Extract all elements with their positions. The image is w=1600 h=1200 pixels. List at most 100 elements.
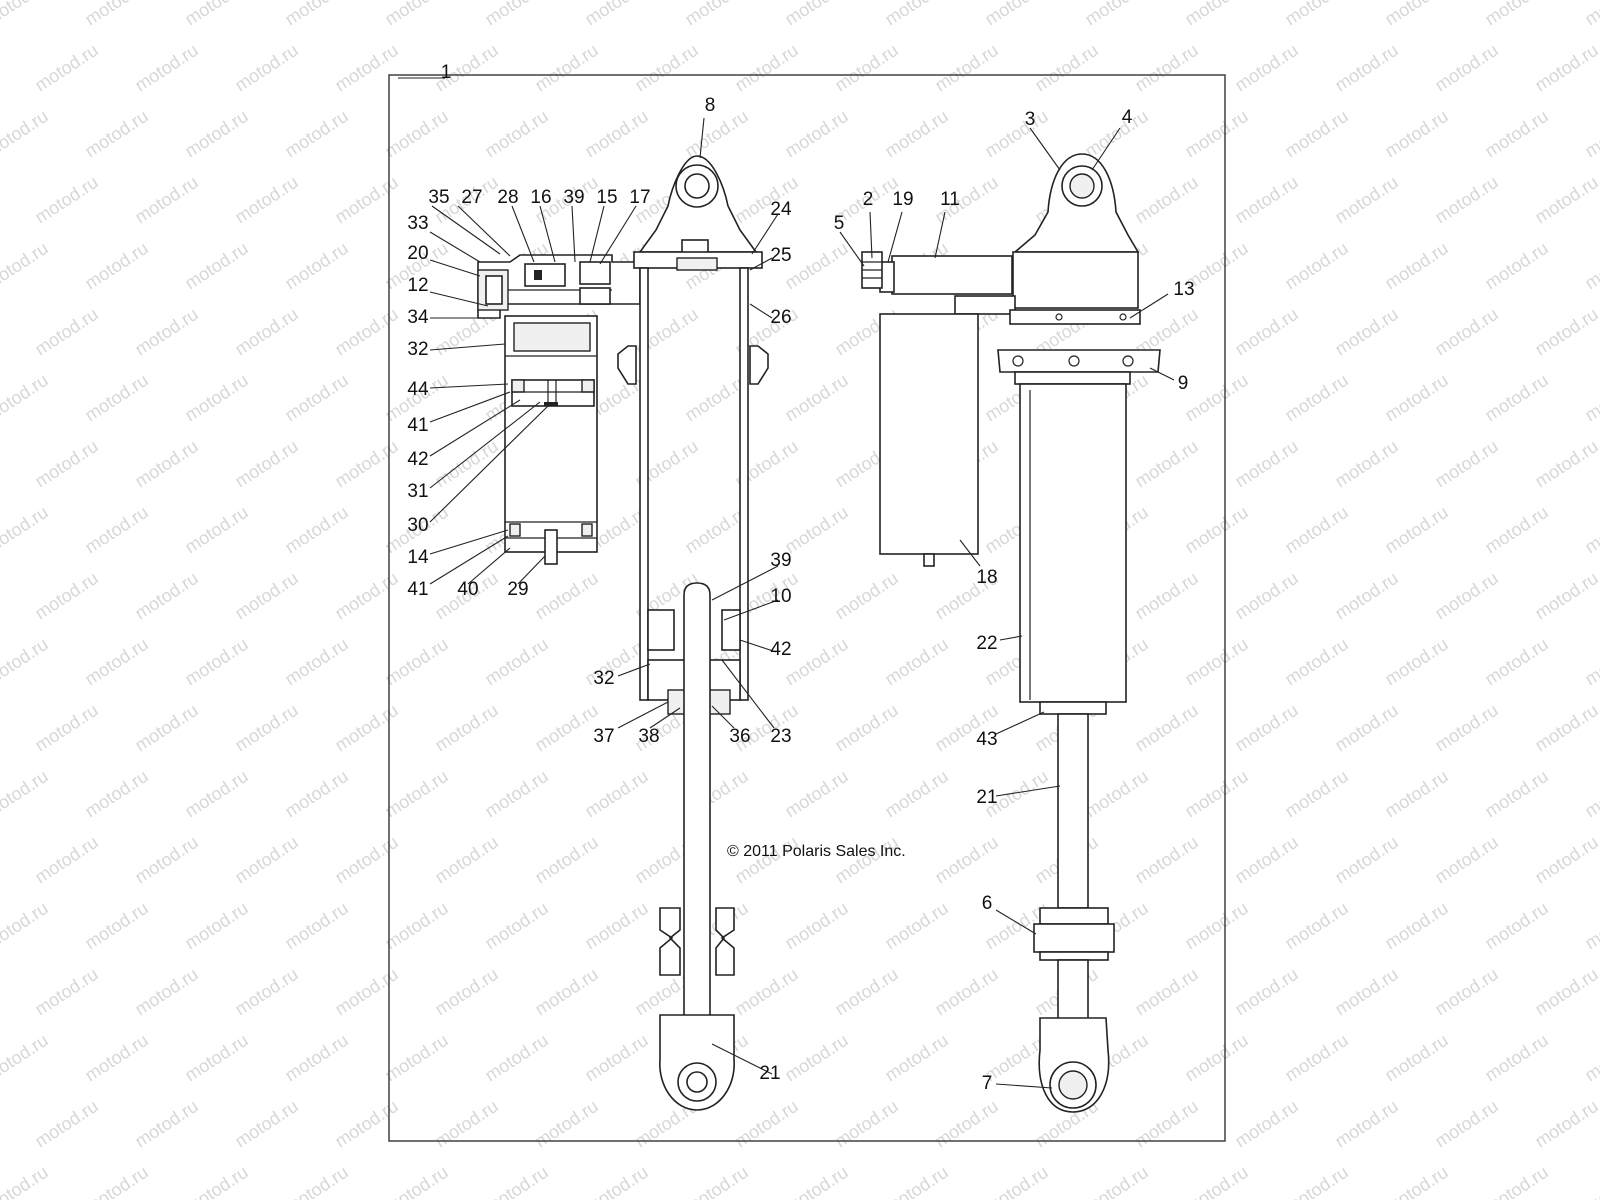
callout-36: 36	[729, 726, 750, 747]
watermark-text: motod.ru	[581, 766, 651, 821]
watermark-text: motod.ru	[1181, 1030, 1251, 1085]
watermark-text: motod.ru	[0, 766, 52, 821]
callout-28: 28	[497, 187, 518, 208]
watermark-text: motod.ru	[1231, 964, 1301, 1019]
watermark-text: motod.ru	[281, 898, 351, 953]
watermark-text: motod.ru	[1531, 964, 1600, 1019]
watermark-text: motod.ru	[381, 898, 451, 953]
watermark-text: motod.ru	[1531, 832, 1600, 887]
watermark-text: motod.ru	[1231, 40, 1301, 95]
watermark-text: motod.ru	[1281, 502, 1351, 557]
watermark-text: motod.ru	[1181, 370, 1251, 425]
watermark-text: motod.ru	[1381, 238, 1451, 293]
watermark-text: motod.ru	[881, 1030, 951, 1085]
watermark-text: motod.ru	[431, 964, 501, 1019]
watermark-text: motod.ru	[31, 172, 101, 227]
callout-29: 29	[507, 579, 528, 600]
watermark-text: motod.ru	[1331, 304, 1401, 359]
watermark-text: motod.ru	[331, 436, 401, 491]
callout-30: 30	[407, 515, 428, 536]
watermark-text: motod.ru	[31, 964, 101, 1019]
callout-9: 9	[1178, 373, 1189, 394]
watermark-text: motod.ru	[1231, 1096, 1301, 1151]
watermark-text: motod.ru	[431, 436, 501, 491]
watermark-text: motod.ru	[1431, 568, 1501, 623]
callout-32: 32	[407, 339, 428, 360]
watermark-text: motod.ru	[1181, 502, 1251, 557]
callout-5: 5	[834, 213, 845, 234]
watermark-text: motod.ru	[1281, 1162, 1351, 1200]
watermark-text: motod.ru	[1581, 106, 1600, 161]
watermark-text: motod.ru	[1131, 1096, 1201, 1151]
watermark-text: motod.ru	[1331, 964, 1401, 1019]
watermark-text: motod.ru	[231, 700, 301, 755]
watermark-text: motod.ru	[0, 0, 52, 29]
watermark-text: motod.ru	[1281, 1030, 1351, 1085]
callout-6: 6	[982, 893, 993, 914]
watermark-text: motod.ru	[1531, 304, 1600, 359]
watermark-text: motod.ru	[0, 832, 2, 887]
watermark-text: motod.ru	[381, 766, 451, 821]
watermark-text: motod.ru	[1581, 1162, 1600, 1200]
watermark-text: motod.ru	[1381, 106, 1451, 161]
shock-body-cross-section	[617, 155, 769, 1111]
watermark-text: motod.ru	[1481, 898, 1551, 953]
watermark-text: motod.ru	[1431, 172, 1501, 227]
watermark-text: motod.ru	[531, 964, 601, 1019]
watermark-text: motod.ru	[1481, 0, 1551, 29]
watermark-text: motod.ru	[1131, 832, 1201, 887]
watermark-text: motod.ru	[131, 964, 201, 1019]
watermark-text: motod.ru	[1181, 0, 1251, 29]
watermark-text: motod.ru	[381, 106, 451, 161]
watermark-text: motod.ru	[281, 1030, 351, 1085]
callout-7: 7	[982, 1073, 993, 1094]
watermark-text: motod.ru	[981, 0, 1051, 29]
watermark-text: motod.ru	[1231, 832, 1301, 887]
watermark-text: motod.ru	[181, 634, 251, 689]
watermark-text: motod.ru	[131, 700, 201, 755]
watermark-text: motod.ru	[1281, 634, 1351, 689]
watermark-text: motod.ru	[31, 568, 101, 623]
watermark-text: motod.ru	[281, 0, 351, 29]
watermark-text: motod.ru	[1331, 568, 1401, 623]
watermark-text: motod.ru	[1581, 238, 1600, 293]
watermark-text: motod.ru	[581, 0, 651, 29]
callout-41: 41	[407, 579, 428, 600]
watermark-text: motod.ru	[1081, 766, 1151, 821]
watermark-text: motod.ru	[0, 172, 2, 227]
callout-33: 33	[407, 213, 428, 234]
watermark-text: motod.ru	[1131, 172, 1201, 227]
watermark-text: motod.ru	[1331, 832, 1401, 887]
watermark-text: motod.ru	[181, 898, 251, 953]
watermark-text: motod.ru	[481, 106, 551, 161]
watermark-text: motod.ru	[31, 1096, 101, 1151]
callout-37: 37	[593, 726, 614, 747]
watermark-text: motod.ru	[131, 304, 201, 359]
watermark-text: motod.ru	[881, 0, 951, 29]
leader-lines	[398, 77, 1175, 1089]
watermark-text: motod.ru	[181, 502, 251, 557]
watermark-text: motod.ru	[731, 1096, 801, 1151]
watermark-text: motod.ru	[881, 634, 951, 689]
watermark-text: motod.ru	[81, 238, 151, 293]
watermark-text: motod.ru	[1131, 436, 1201, 491]
watermark-text: motod.ru	[1431, 436, 1501, 491]
watermark-text: motod.ru	[331, 172, 401, 227]
watermark-text: motod.ru	[31, 700, 101, 755]
callout-15: 15	[596, 187, 617, 208]
watermark-text: motod.ru	[1381, 634, 1451, 689]
watermark-text: motod.ru	[431, 1096, 501, 1151]
watermark-text: motod.ru	[1581, 766, 1600, 821]
watermark-text: motod.ru	[331, 964, 401, 1019]
copyright-notice: © 2011 Polaris Sales Inc.	[727, 843, 906, 860]
watermark-text: motod.ru	[581, 1030, 651, 1085]
watermark-text: motod.ru	[481, 1162, 551, 1200]
watermark-text: motod.ru	[1581, 0, 1600, 29]
callout-14: 14	[407, 547, 429, 568]
watermark-text: motod.ru	[231, 436, 301, 491]
callout-34: 34	[407, 307, 429, 328]
watermark-text: motod.ru	[431, 700, 501, 755]
watermark-text: motod.ru	[281, 502, 351, 557]
watermark-text: motod.ru	[1431, 964, 1501, 1019]
